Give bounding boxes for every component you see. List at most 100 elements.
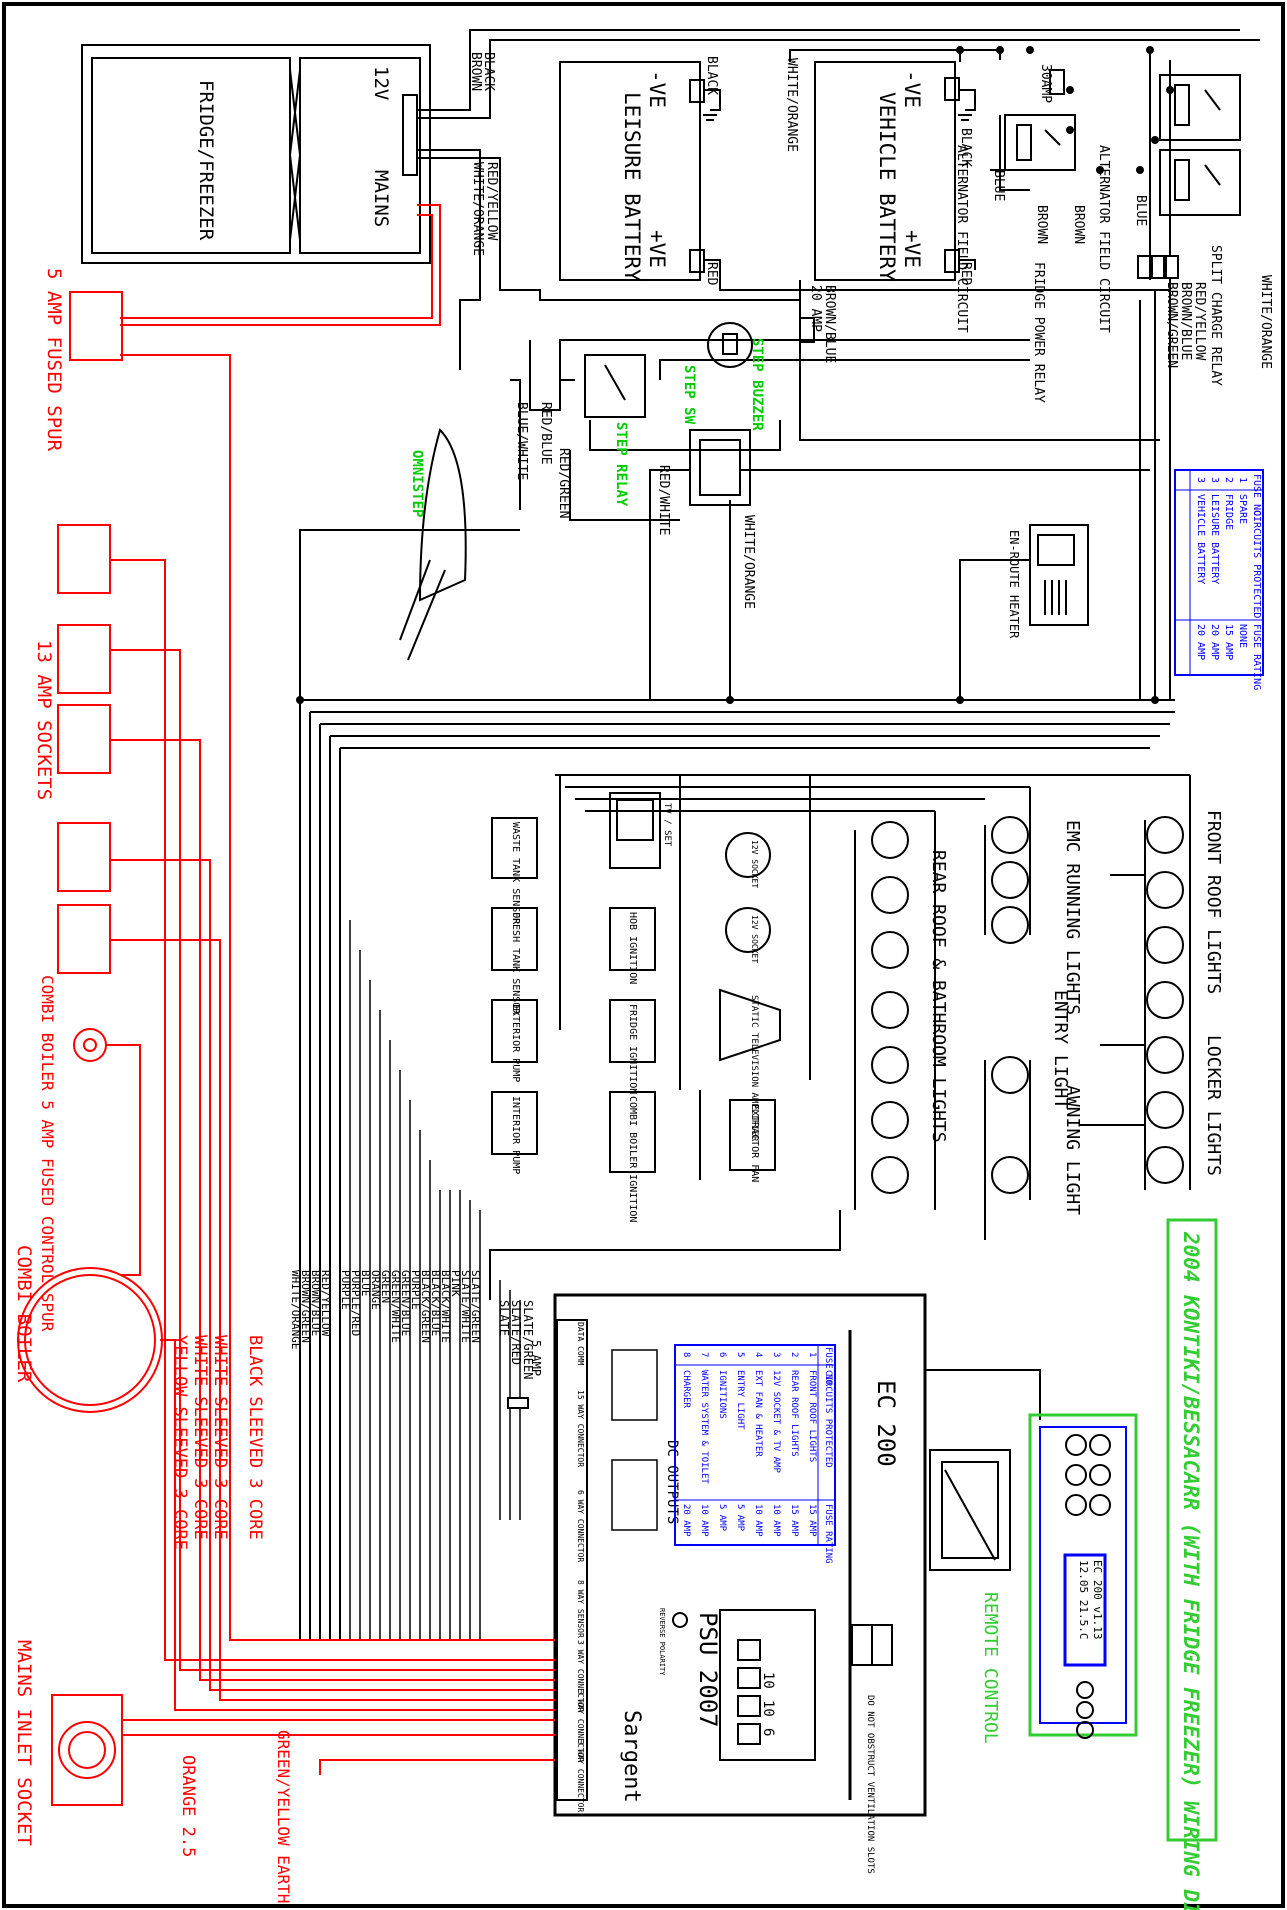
wire-white-orange-fridge: WHITE/ORANGE	[470, 162, 485, 256]
spur-5amp-label: 5 AMP FUSED SPUR	[43, 268, 65, 452]
psu-brand: Sargent	[619, 1710, 644, 1803]
fuse-table-1-r2c1: LEISURE BATTERY	[1209, 494, 1220, 584]
white-sleeved-2-label: WHITE SLEEVED 3 CORE	[190, 1335, 210, 1540]
breaker-value-2: 6	[760, 1728, 776, 1736]
wire-slate-green: SLATE/GREEN	[521, 1300, 535, 1379]
harness-wire-9: GREEN/WHITE	[389, 1270, 402, 1343]
fuse-table-1-r2c2: 20 AMP	[1209, 624, 1220, 660]
remote-control	[1028, 1413, 1138, 1739]
extractor-fan: EXTRACTOR FAN	[749, 1104, 760, 1182]
remote-display-unit	[929, 1449, 1011, 1571]
breaker-value-0: 10	[760, 1672, 776, 1689]
awning-light-label: AWNING LIGHT	[1062, 1085, 1083, 1215]
ec200-table-h1: CIRCUITS PROTECTED	[823, 1370, 833, 1468]
fridge-freezer	[81, 44, 431, 264]
wire-red-vehicle: RED	[958, 262, 973, 286]
ec200-table-r2c0: 3	[771, 1352, 781, 1357]
ec200-table-h0: FUSE NO	[823, 1347, 833, 1385]
step-buzzer-label: STEP BUZZER	[749, 338, 765, 431]
hob-ignition: HOB IGNITION	[627, 912, 638, 984]
wire-white-orange-3: WHITE/ORANGE	[741, 515, 756, 609]
wire-black-vehicle: BLACK	[958, 128, 973, 167]
fridge-mains-wire	[120, 204, 441, 326]
ec200-table-r1c2: 15 AMP	[789, 1504, 799, 1537]
psu-model: PSU 2007	[694, 1612, 722, 1728]
harness-wire-16: SLATE/WHITE	[459, 1270, 472, 1343]
breaker-value-1: 10	[760, 1700, 776, 1717]
ec200-table-r6c2: 10 AMP	[699, 1504, 709, 1537]
ec200-table-r0c2: 15 AMP	[807, 1504, 817, 1537]
harness-wire-2: BROWN/BLUE	[309, 1270, 322, 1336]
alternator-field-2: ALTERNATOR FIELD CIRCUIT	[1096, 145, 1111, 333]
ec200-table-r1c1: REAR ROOF LIGHTS	[789, 1370, 799, 1457]
wire-black-fridge: BLACK	[481, 52, 496, 91]
harness-wire-5: PURPLE/RED	[349, 1270, 362, 1336]
ec200-table-r4c2: 5 AMP	[735, 1504, 745, 1532]
exterior-pump: EXTERIOR PUMP	[510, 1004, 521, 1082]
psu-warning: DO NOT OBSTRUCT VENTILATION SLOTS	[865, 1695, 875, 1874]
en-route-heater	[959, 524, 1089, 700]
fuse-30amp	[1049, 69, 1065, 95]
split-charge-relay-label: SPLIT CHARGE RELAY	[1208, 245, 1223, 386]
fridge-label: FRIDGE/FREEZER	[195, 80, 217, 241]
ec200-table-r5c0: 6	[717, 1352, 727, 1357]
ec200-table-r5c2: 5 AMP	[717, 1504, 727, 1532]
ec200-table-r2c1: 12V SOCKET & TV AMP	[771, 1370, 781, 1474]
remote-control-label: REMOTE CONTROL	[980, 1592, 1001, 1744]
wire-red-yellow-relay: RED/YELLOW	[1192, 282, 1207, 360]
ec200-title: EC 200	[872, 1380, 900, 1467]
wire-brown-blue-relay: BROWN/BLUE	[1178, 282, 1193, 360]
fuse-table-1-h1: CIRCUITS PROTECTED	[1251, 510, 1262, 618]
fuse-table-1-r2c0: 3	[1209, 477, 1220, 483]
wire-red-green: RED/GREEN	[556, 448, 571, 518]
entry-light-label: ENTRY LIGHT	[1050, 990, 1071, 1109]
fuse-5amp	[507, 1397, 529, 1409]
step-switch-label: STEP SW	[681, 365, 697, 425]
fridge-power-relay-label: FRIDGE POWER RELAY	[1031, 262, 1046, 403]
ec200-table-r0c0: 1	[807, 1352, 817, 1357]
fuse-table-1-r3c0: 3	[1195, 477, 1206, 483]
harness-wire-14: BLACK/WHITE	[439, 1270, 452, 1343]
title-box	[1166, 1218, 1218, 1842]
fuse-table-1-r1c0: 2	[1223, 477, 1234, 483]
conn-15-label: 15 WAY CONNECTOR	[576, 1390, 585, 1467]
fuse-table-1-r3c1: VEHICLE BATTERY	[1195, 494, 1206, 584]
wire-slate-red: SLATE/RED	[509, 1300, 523, 1365]
yellow-sleeved-label: YELLOW SLEEVED 3 CORE	[170, 1335, 190, 1550]
wire-blue-white: BLUE/WHITE	[514, 402, 529, 480]
ec200-table-r7c0: 8	[681, 1352, 691, 1357]
rear-roof-lights-label: REAR ROOF & BATHROOM LIGHTS	[928, 850, 949, 1143]
bus-dots	[296, 696, 1159, 704]
ec200-table-r7c2: 20 AMP	[681, 1504, 691, 1537]
diagram-title: 2004 KONTIKI/BESSACARR (WITH FRIDGE FREE…	[1179, 1231, 1203, 1910]
conn-8-label: 8 WAY SENSOR	[576, 1580, 585, 1638]
dc-output-fuses	[611, 1349, 658, 1531]
socket-12v-1: 12V SOCKET	[750, 840, 759, 888]
junction-dots	[956, 46, 1174, 174]
harness-wire-11: PURPLE	[409, 1270, 422, 1310]
harness-wire-17: SLATE/GREEN	[469, 1270, 482, 1343]
leisure-battery-label: LEISURE BATTERY	[620, 92, 644, 282]
psu-section	[672, 1609, 893, 1761]
dc-outputs-label: DC OUTPUTS	[664, 1440, 680, 1524]
harness-wire-10: GREEN/BLUE	[399, 1270, 412, 1336]
harness-wires	[349, 920, 521, 1640]
rear-roof-lights	[489, 811, 936, 1300]
omnistep	[399, 428, 467, 661]
fuse-table-1-r0c1: SPARE	[1237, 494, 1248, 524]
wire-blue-2: BLUE	[1133, 195, 1148, 226]
wire-red-leisure: RED	[704, 262, 719, 286]
wire-brown-green-relay: BROWN/GREEN	[1164, 282, 1179, 368]
ec200-table-r0c1: FRONT ROOF LIGHTS	[807, 1370, 817, 1462]
wire-brown-blue-top: BROWN/BLUE	[822, 285, 837, 363]
sockets-13amp-label: 13 AMP SOCKETS	[33, 640, 55, 800]
harness-wire-0: WHITE/ORANGE	[289, 1270, 302, 1349]
fuse-relay-3	[1165, 255, 1179, 279]
harness-wire-7: ORANGE	[369, 1270, 382, 1310]
fuse-table-1	[1174, 469, 1264, 676]
combi-boiler-label: COMBI BOILER	[13, 1245, 35, 1383]
ec200-unit	[553, 1293, 927, 1817]
fridge-12v-label: 12V	[370, 66, 392, 100]
wire-white-orange-2: WHITE/ORANGE	[1258, 275, 1273, 369]
